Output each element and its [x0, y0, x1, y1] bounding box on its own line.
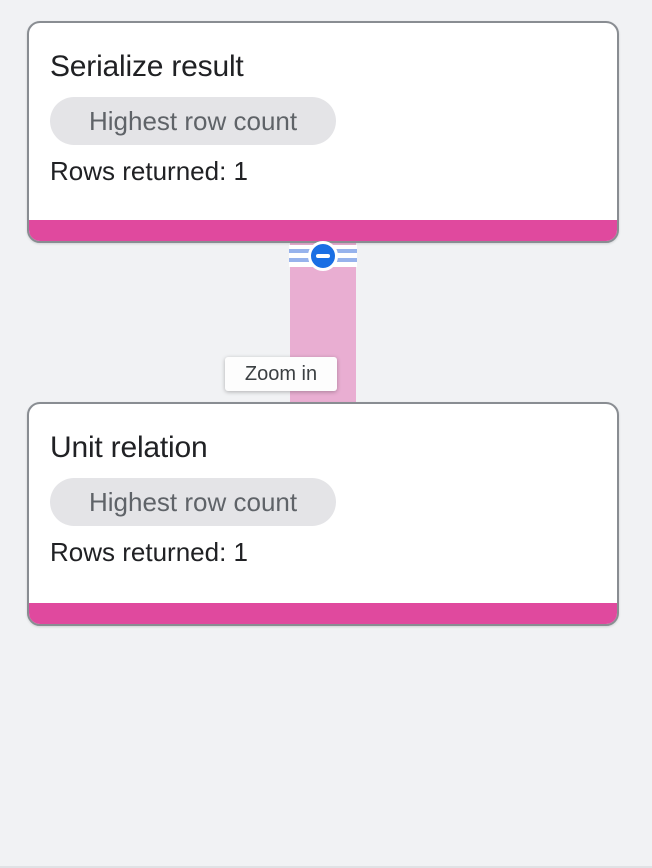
- rows-returned-label: Rows returned: 1: [50, 537, 248, 567]
- zoom-in-tooltip: Zoom in: [225, 357, 337, 391]
- panel-bottom-divider: [0, 866, 652, 868]
- stage-highlight-bar: [29, 603, 617, 624]
- highest-row-count-badge: Highest row count: [50, 97, 337, 145]
- stage-node-serialize-result[interactable]: Serialize result Highest row count Rows …: [27, 21, 619, 243]
- stage-node-content: Serialize result Highest row count Rows …: [29, 23, 617, 186]
- minus-icon: [316, 254, 330, 258]
- stage-node-unit-relation[interactable]: Unit relation Highest row count Rows ret…: [27, 402, 619, 626]
- highest-row-count-badge: Highest row count: [50, 478, 337, 526]
- stage-highlight-bar: [29, 220, 617, 241]
- stage-title: Unit relation: [50, 431, 208, 464]
- stage-title: Serialize result: [50, 50, 244, 83]
- stage-node-content: Unit relation Highest row count Rows ret…: [29, 404, 617, 567]
- rows-returned-label: Rows returned: 1: [50, 156, 248, 186]
- minus-circle-icon: [308, 241, 338, 271]
- collapse-edge-button[interactable]: [289, 241, 357, 271]
